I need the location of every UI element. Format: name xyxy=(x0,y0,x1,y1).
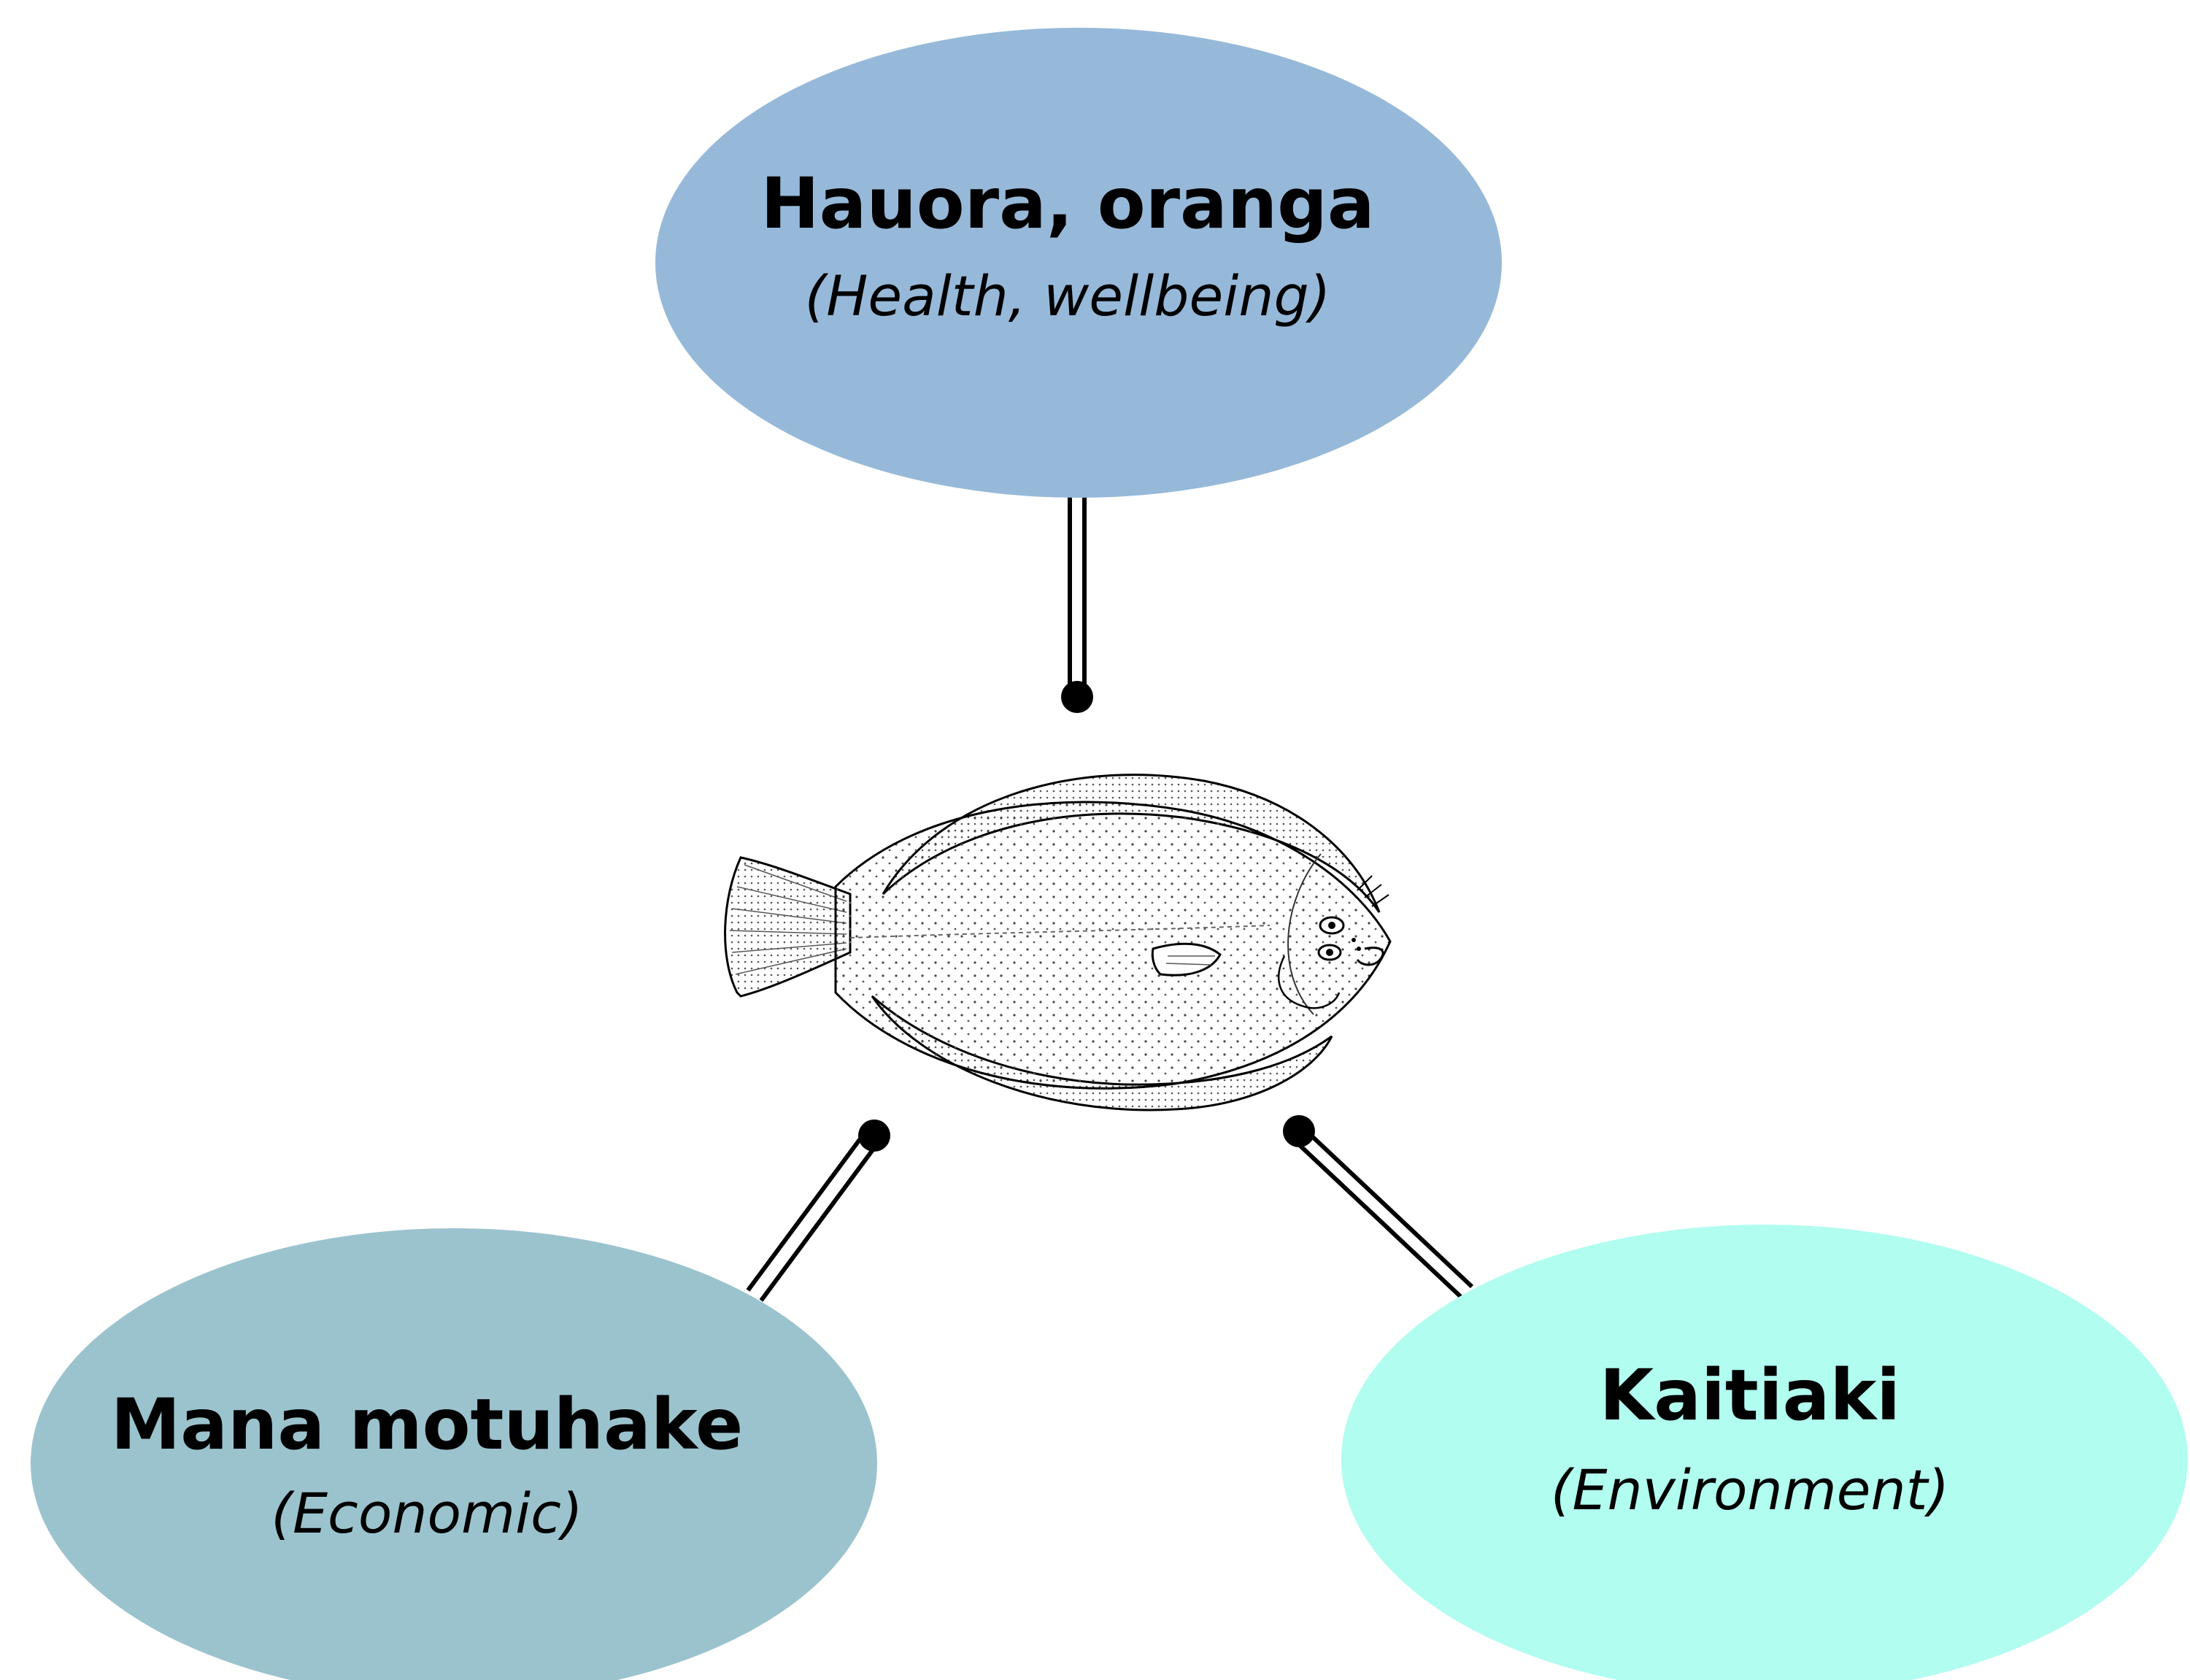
node-environment-title: Kaitiaki xyxy=(1600,1355,1900,1436)
fish-gill xyxy=(1278,955,1341,1009)
connector-economic-dot xyxy=(858,1120,890,1152)
node-economic: Mana motuhake (Economic) xyxy=(31,1228,877,1680)
node-health-subtitle: (Health, wellbeing) xyxy=(805,263,1331,328)
node-economic-subtitle: (Economic) xyxy=(271,1481,582,1546)
node-environment: Kaitiaki (Environment) xyxy=(1341,1225,2188,1680)
connector-economic xyxy=(746,1120,890,1302)
flounder-fish-icon xyxy=(724,774,1392,1111)
fish-mouth xyxy=(1356,947,1384,966)
fish-tail-fin xyxy=(724,856,852,998)
fish-head-spikes xyxy=(1357,875,1389,907)
fish-pectoral-fin xyxy=(1151,942,1222,976)
node-economic-title: Mana motuhake xyxy=(111,1384,744,1465)
node-health-title: Hauora, oranga xyxy=(760,163,1374,244)
connector-environment xyxy=(1283,1115,1474,1300)
node-health: Hauora, oranga (Health, wellbeing) xyxy=(655,28,1502,498)
node-economic-ellipse xyxy=(31,1228,877,1680)
fish-lateral-line xyxy=(849,925,1271,939)
connector-environment-dot xyxy=(1283,1115,1315,1147)
fish-head-outline xyxy=(1287,853,1322,1015)
connector-health xyxy=(1061,496,1093,713)
fish-body xyxy=(834,801,1392,1090)
node-environment-ellipse xyxy=(1341,1225,2188,1680)
node-environment-subtitle: (Environment) xyxy=(1551,1457,1949,1522)
node-health-ellipse xyxy=(655,28,1502,498)
connector-health-dot xyxy=(1061,681,1093,713)
fish-tail-rays xyxy=(729,864,847,975)
